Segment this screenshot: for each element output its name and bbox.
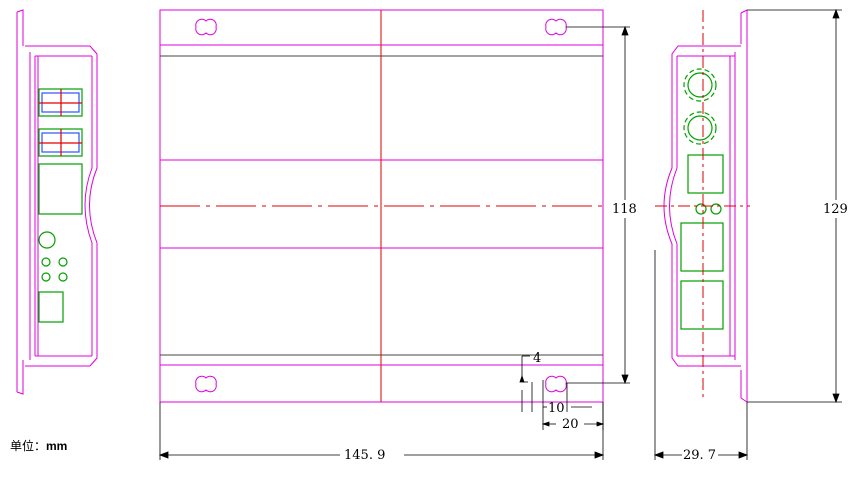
dim-slot-center: 20: [562, 417, 579, 432]
dim-height-total: 129: [823, 202, 848, 217]
unit-note: 单位：mm: [10, 437, 67, 454]
indicator-led-2: [710, 203, 722, 215]
ethernet-port-2: [680, 280, 724, 330]
main-centerlines: [160, 10, 603, 402]
ethernet-port: [38, 163, 83, 215]
antenna-connector-1: [687, 72, 713, 98]
dim-slot-offset: 4: [533, 351, 541, 366]
power-button: [38, 231, 56, 249]
port-block: [687, 154, 724, 194]
mounting-slot-top-right: [545, 18, 567, 36]
right-side-ports: [680, 68, 724, 330]
dim-slot-width: 10: [548, 401, 565, 416]
antenna-connector-2: [687, 115, 713, 141]
left-side-view: [16, 9, 98, 395]
mounting-slot-bottom-right: [545, 375, 567, 393]
unit-value: mm: [46, 439, 68, 453]
mounting-slot-top-left: [195, 18, 217, 36]
dimension-lines: [158, 8, 842, 460]
dim-height-inner: 118: [612, 202, 637, 217]
small-port: [38, 291, 64, 323]
indicator-led-1: [695, 203, 707, 215]
ethernet-port-1: [680, 222, 724, 272]
mounting-slot-bottom-left: [195, 375, 217, 393]
dim-depth-total: 29. 7: [683, 448, 716, 463]
right-centerlines: [655, 10, 750, 400]
unit-label: 单位：: [10, 439, 47, 453]
left-side-ports: [38, 88, 83, 323]
dim-width-total: 145. 9: [344, 448, 385, 463]
led-indicator: [41, 257, 51, 267]
